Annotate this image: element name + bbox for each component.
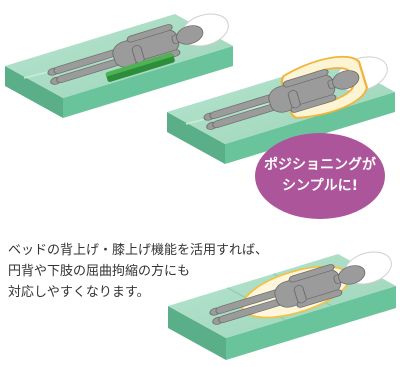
description-line: 対応しやすくなります。 — [8, 285, 150, 300]
positioning-badge: ポジショニングが シンプルに! — [255, 133, 385, 219]
mattress-with-green-cushion — [5, 13, 233, 118]
description-line: 円背や下肢の屈曲拘縮の方にも — [8, 264, 191, 279]
badge-line-2: シンプルに! — [282, 178, 358, 194]
mattress-foot-face — [167, 112, 225, 164]
description-text: ベッドの背上げ・膝上げ機能を活用すれば、 円背や下肢の屈曲拘縮の方にも 対応しや… — [8, 240, 268, 303]
badge-line-1: ポジショニングが — [264, 157, 376, 173]
description-line: ベッドの背上げ・膝上げ機能を活用すれば、 — [8, 243, 269, 258]
mattress-side-face — [226, 286, 396, 360]
mattress-side-face — [63, 46, 233, 118]
green-positioning-cushion-icon — [105, 52, 175, 82]
raised-mattress-with-body-cushion — [168, 251, 396, 360]
mattress-side-face — [225, 92, 395, 164]
mattress-foot-face — [5, 66, 63, 118]
mattress-with-horseshoe-cushion — [167, 55, 395, 164]
mattress-foot-face — [168, 306, 226, 360]
